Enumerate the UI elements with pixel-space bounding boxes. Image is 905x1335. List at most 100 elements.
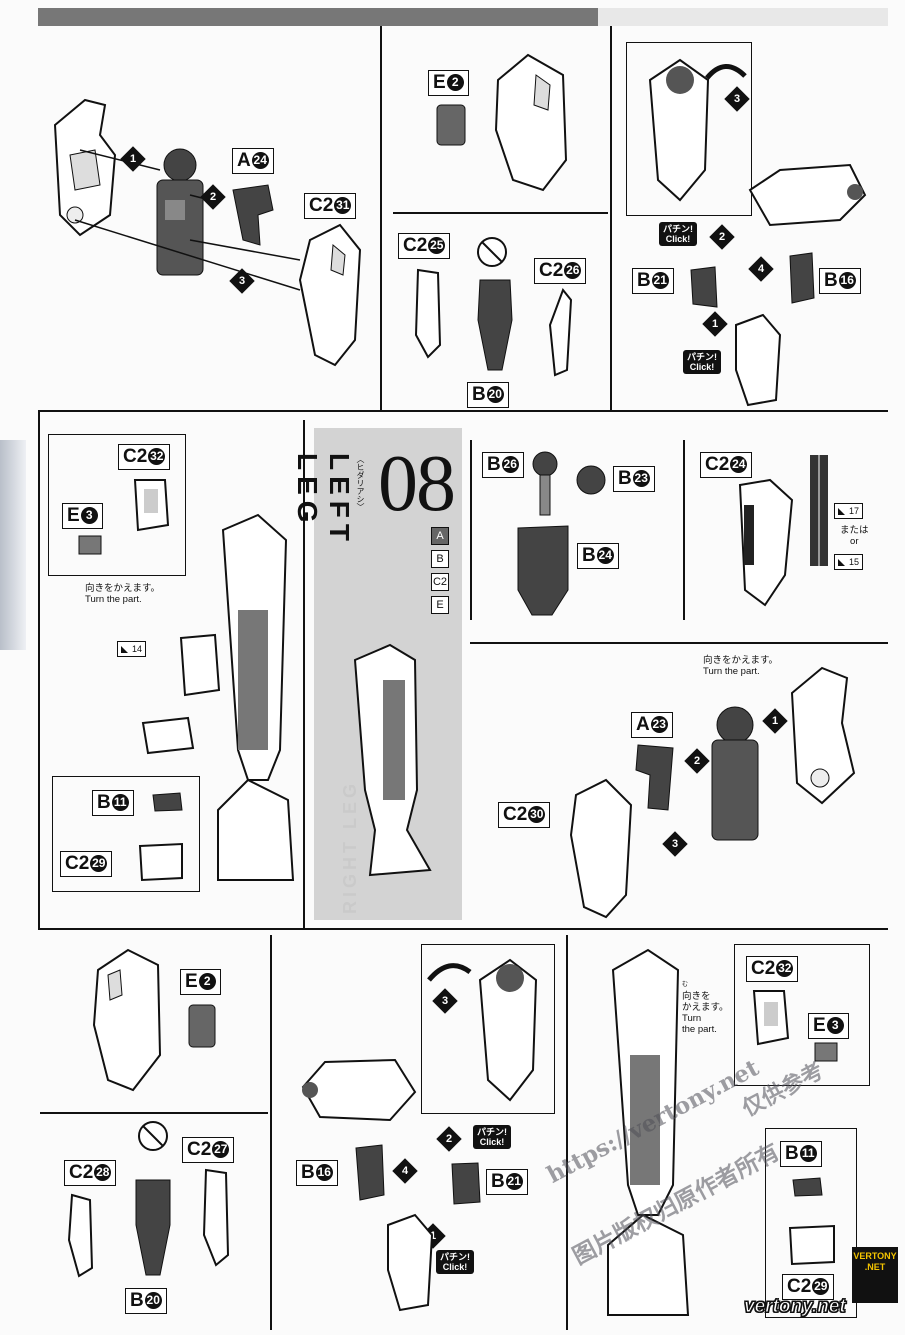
click-callout: パチン!Click! (436, 1250, 474, 1274)
leg-detail-part (648, 58, 710, 202)
step-3-badge: 3 (662, 831, 688, 857)
divider (470, 642, 888, 644)
B26-joint-part (532, 451, 558, 516)
sticker-strip (810, 455, 828, 566)
no-cut-icon (138, 1121, 168, 1151)
C2-32-part (752, 990, 790, 1046)
B11-part (792, 1177, 823, 1197)
rotate-arrow-icon (427, 963, 472, 982)
divider (38, 410, 888, 412)
C2-25-part (414, 268, 442, 359)
inner-frame-part (711, 706, 759, 841)
C2-26-part (548, 287, 573, 377)
B16-part (789, 252, 815, 304)
divider (566, 935, 568, 1330)
leg-assembly-part (607, 948, 690, 1316)
step-4-badge: 4 (392, 1158, 418, 1184)
runner-E: E (431, 596, 449, 614)
B21-part (690, 266, 718, 308)
divider (38, 410, 40, 928)
E2-part (188, 1004, 216, 1048)
sticker-tag-15: 15 (834, 554, 864, 570)
C2-32-part (133, 479, 170, 532)
divider (380, 26, 382, 410)
step-1-badge: 1 (120, 146, 146, 172)
C2-24-part (738, 478, 794, 607)
header-band (38, 8, 598, 26)
divider (40, 1112, 268, 1114)
step-1-badge: 1 (762, 708, 788, 734)
arrows (74, 149, 301, 291)
left-leg-complete (353, 643, 432, 877)
C2-28-part (67, 1193, 94, 1278)
B23-part (576, 465, 606, 495)
sticker-tag-17: 17 (834, 503, 864, 519)
section-number: 08 (378, 440, 456, 528)
divider (38, 928, 888, 930)
divider (683, 440, 685, 620)
knee-armor-part (53, 98, 117, 237)
step-1-badge: 1 (702, 311, 728, 337)
step-3-badge: 3 (229, 268, 255, 294)
C2-30-part (569, 778, 633, 919)
E3-part (78, 535, 102, 555)
runner-B: B (431, 550, 449, 568)
knee-cap-part (748, 163, 867, 227)
E3-part (814, 1042, 838, 1062)
shin-part (387, 1213, 434, 1312)
B21-part (451, 1162, 481, 1205)
step-2-badge: 2 (200, 184, 226, 210)
calf-armor-part (494, 53, 568, 192)
A23-part (635, 744, 674, 811)
step-2-badge: 2 (709, 224, 735, 250)
step-2-badge: 2 (436, 1126, 462, 1152)
step-4-badge: 4 (748, 256, 774, 282)
scan-edge (0, 440, 26, 650)
knee-armor-part (790, 666, 856, 805)
B20-frame-part (477, 279, 513, 371)
A24-part (232, 184, 274, 246)
knee-cap-part (301, 1058, 417, 1122)
section-title-ruby: 〈ヒダリアシ〉 (356, 455, 365, 511)
divider (470, 440, 472, 620)
B11-piece-part (141, 716, 195, 755)
no-cut-icon (477, 237, 507, 267)
B11-part (152, 792, 183, 812)
leg-detail-part (478, 958, 538, 1102)
knee-guard-part (179, 633, 221, 697)
step-3-badge: 3 (432, 988, 458, 1014)
rotate-arrow-icon (705, 64, 747, 80)
runner-C2: C2 (431, 573, 449, 591)
click-callout: パチン!Click! (683, 350, 721, 374)
shin-part (735, 313, 782, 407)
C2-31-part (298, 223, 362, 367)
calf-armor-part (92, 948, 162, 1092)
B20-frame-part (135, 1179, 171, 1276)
C2-29-part (788, 1224, 835, 1266)
